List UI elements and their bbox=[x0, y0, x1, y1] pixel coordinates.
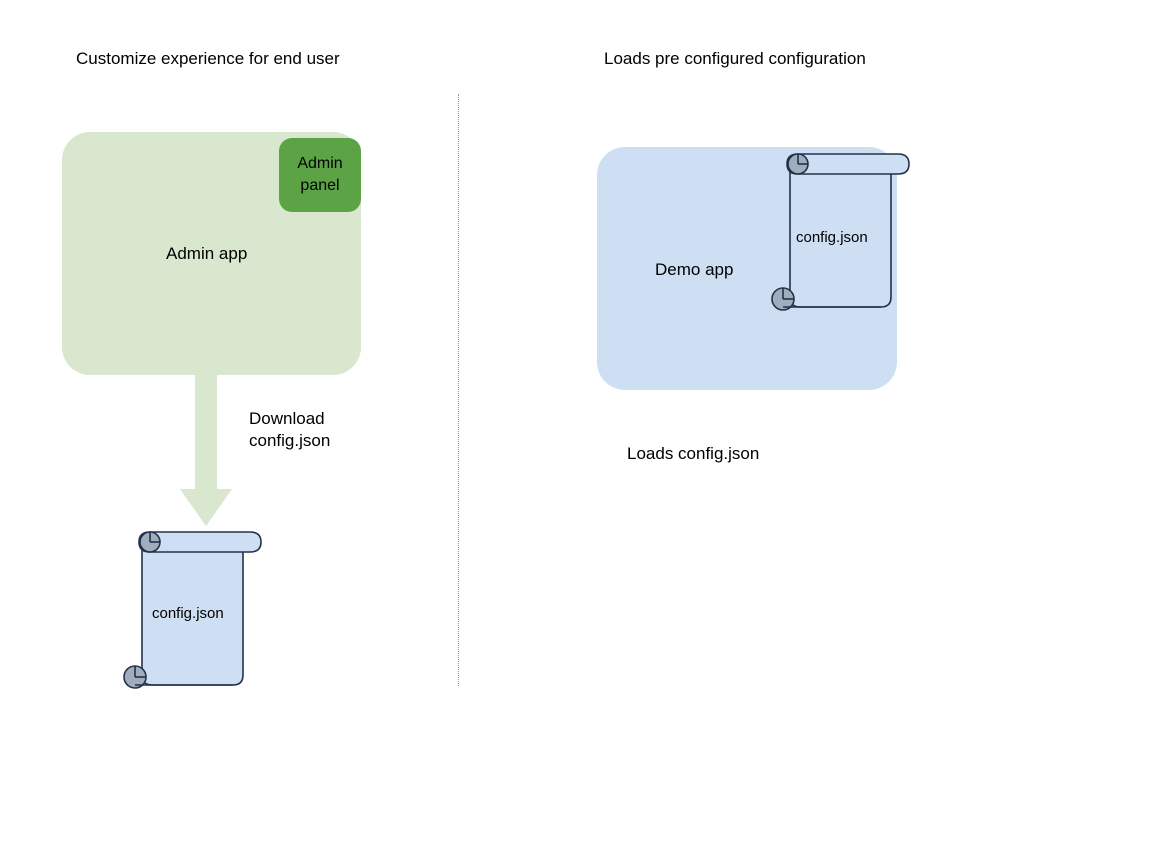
demo-app-label: Demo app bbox=[655, 260, 734, 279]
download-arrow-icon bbox=[180, 371, 232, 526]
admin-app-label: Admin app bbox=[166, 244, 248, 263]
admin-panel-chip[interactable]: Admin panel bbox=[279, 138, 361, 212]
vertical-dotted-divider bbox=[458, 94, 459, 686]
download-arrow-label-line2: config.json bbox=[249, 431, 331, 450]
config-json-document-right bbox=[771, 152, 918, 311]
config-json-document-left bbox=[123, 530, 270, 689]
admin-panel-label-line2: panel bbox=[300, 177, 340, 194]
download-arrow-label-line1: Download bbox=[249, 409, 325, 428]
right-section-heading: Loads pre configured configuration bbox=[604, 49, 866, 68]
admin-panel-label-line1: Admin bbox=[297, 155, 343, 172]
loads-config-caption: Loads config.json bbox=[627, 444, 760, 463]
left-section-heading: Customize experience for end user bbox=[76, 49, 340, 68]
